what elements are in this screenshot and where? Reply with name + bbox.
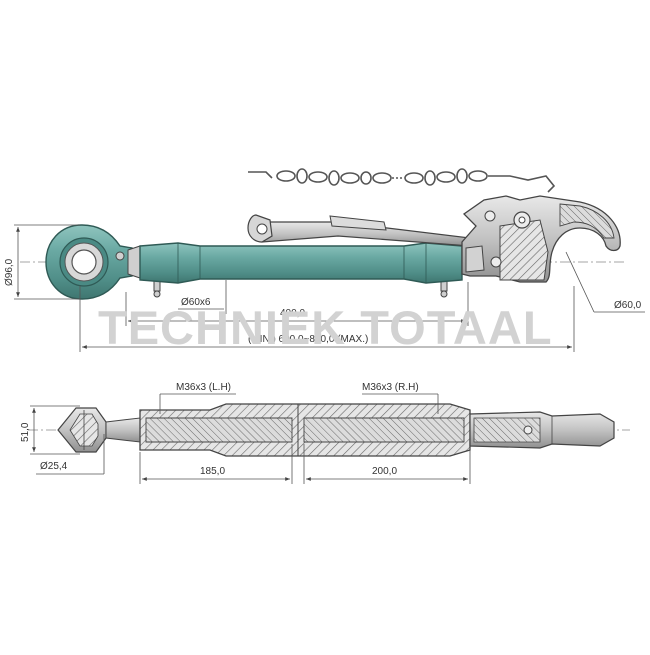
dim-left-length: [139, 444, 293, 484]
dim-eye-diameter: [14, 224, 80, 300]
section-ball-end: [57, 407, 107, 453]
dim-ball-diameter: [36, 434, 105, 475]
label-eye-diameter: Ø96,0: [4, 258, 15, 286]
label-left-length: 185,0: [200, 466, 225, 477]
label-thread-right: M36x3 (R.H): [362, 382, 419, 393]
label-range: (MIN.) 600,0~870,0 (MAX.): [248, 334, 368, 345]
quick-hitch-hook: [461, 195, 621, 283]
top-view: Ø96,0 Ø60x6 400,0 (MIN.) 600,0~870,0 (MA…: [4, 168, 645, 352]
eye-neck: [127, 245, 141, 279]
dim-right-length: [303, 444, 471, 484]
main-tube: [139, 242, 463, 284]
label-pin: Ø60x6: [181, 297, 211, 308]
dim-height: [30, 405, 80, 455]
grease-nipple: [153, 280, 448, 298]
label-height: 51,0: [20, 422, 31, 442]
dim-range: [79, 286, 575, 352]
dim-hook-diameter: [565, 251, 645, 313]
leader-thread-left: [159, 393, 236, 414]
label-length: 400,0: [280, 308, 305, 319]
section-right-rod: [469, 411, 615, 449]
section-sleeve: [139, 403, 471, 457]
chain: [248, 168, 556, 193]
label-right-length: 200,0: [372, 466, 397, 477]
watermark: TECHNIEK TOTAAL: [98, 301, 553, 354]
dim-length: [125, 282, 469, 326]
label-thread-left: M36x3 (L.H): [176, 382, 231, 393]
turn-handle: [247, 214, 471, 247]
leader-thread-right: [362, 393, 439, 414]
section-view: M36x3 (L.H) M36x3 (R.H) 51,0 Ø25,4 185,0: [20, 382, 630, 484]
ball-eye: [45, 224, 133, 300]
label-hook-diameter: Ø60,0: [614, 300, 642, 311]
label-ball-diameter: Ø25,4: [40, 461, 68, 472]
dim-pin: [178, 280, 227, 314]
section-left-rod: [105, 417, 141, 443]
